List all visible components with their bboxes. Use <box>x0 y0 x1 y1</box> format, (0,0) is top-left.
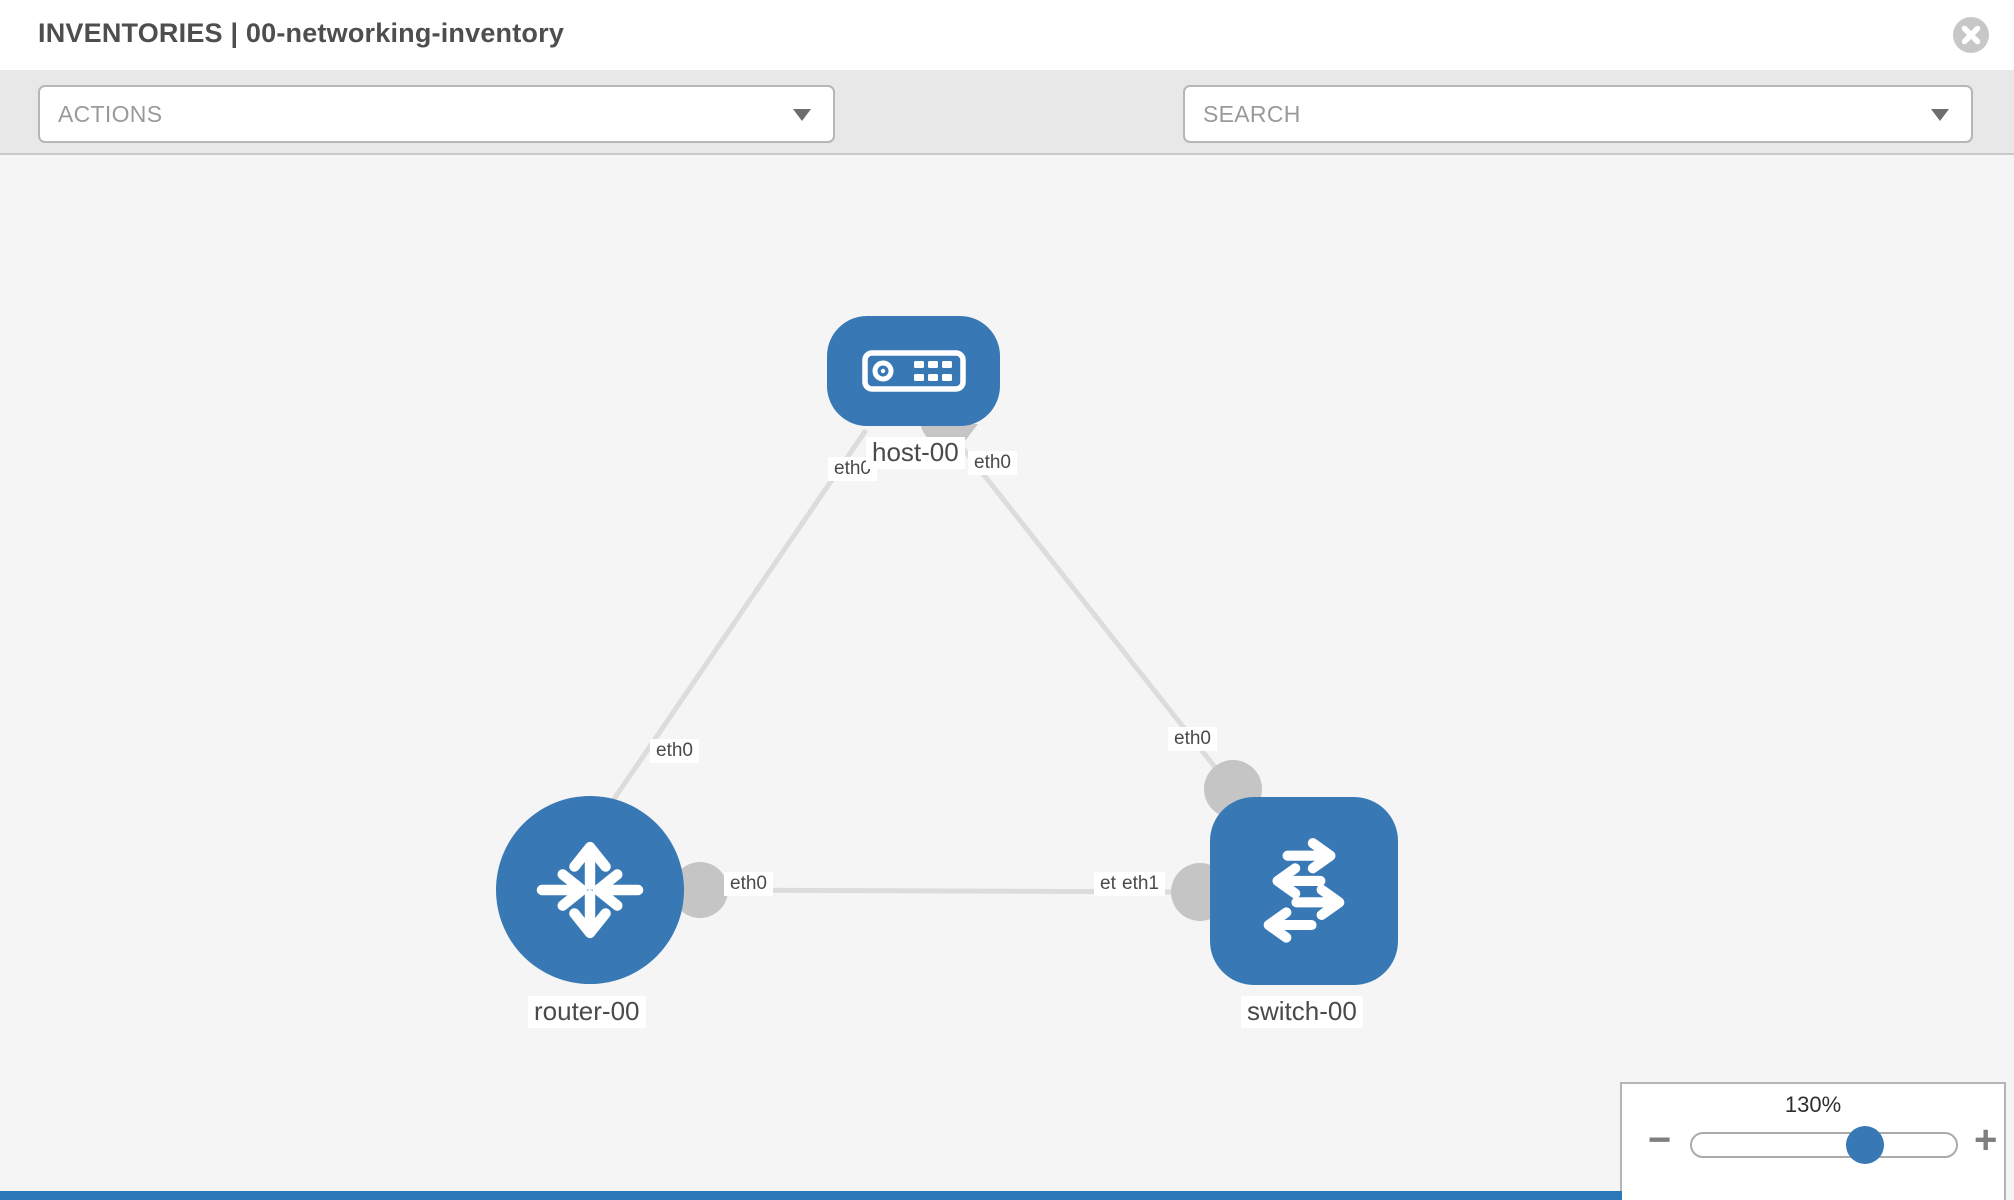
bottom-accent-bar <box>0 1191 1622 1200</box>
zoom-slider-thumb[interactable] <box>1846 1126 1884 1164</box>
chevron-down-icon <box>793 109 811 121</box>
interface-label: eth0 <box>650 739 699 763</box>
close-icon-glyph <box>1953 17 1989 53</box>
topology-canvas[interactable] <box>0 155 2014 1200</box>
node-label-host-00: host-00 <box>866 437 965 469</box>
page-title: INVENTORIES | 00-networking-inventory <box>38 18 565 48</box>
node-label-router-00: router-00 <box>528 996 646 1028</box>
zoom-in-button[interactable]: + <box>1974 1118 1998 1162</box>
host-icon <box>861 350 966 392</box>
chevron-down-icon <box>1931 109 1949 121</box>
node-router-00[interactable] <box>496 796 684 984</box>
header: INVENTORIES | 00-networking-inventory <box>0 0 2014 70</box>
node-host-00[interactable] <box>827 316 1000 426</box>
zoom-slider-track[interactable] <box>1690 1132 1958 1158</box>
switch-icon <box>1263 838 1345 943</box>
interface-label: eth0 <box>1168 727 1217 751</box>
toolbar: ACTIONS SEARCH <box>0 70 2014 204</box>
zoom-level-value: 130% <box>1784 1092 1842 1117</box>
zoom-out-button[interactable]: − <box>1648 1118 1672 1162</box>
zoom-control-panel: 130% − + <box>1620 1082 2006 1200</box>
interface-label: eth0 <box>724 872 773 896</box>
node-switch-00[interactable] <box>1210 797 1398 985</box>
node-label-switch-00: switch-00 <box>1241 996 1363 1028</box>
actions-dropdown-label: ACTIONS <box>58 100 163 127</box>
interface-label: eth1 <box>1116 872 1165 896</box>
search-placeholder: SEARCH <box>1203 100 1301 127</box>
interface-label: eth0 <box>828 457 877 481</box>
close-icon[interactable] <box>1952 16 1990 54</box>
search-dropdown[interactable]: SEARCH <box>1183 85 1973 143</box>
interface-label: eth0 <box>968 451 1017 475</box>
router-icon <box>536 841 644 939</box>
actions-dropdown[interactable]: ACTIONS <box>38 85 835 143</box>
